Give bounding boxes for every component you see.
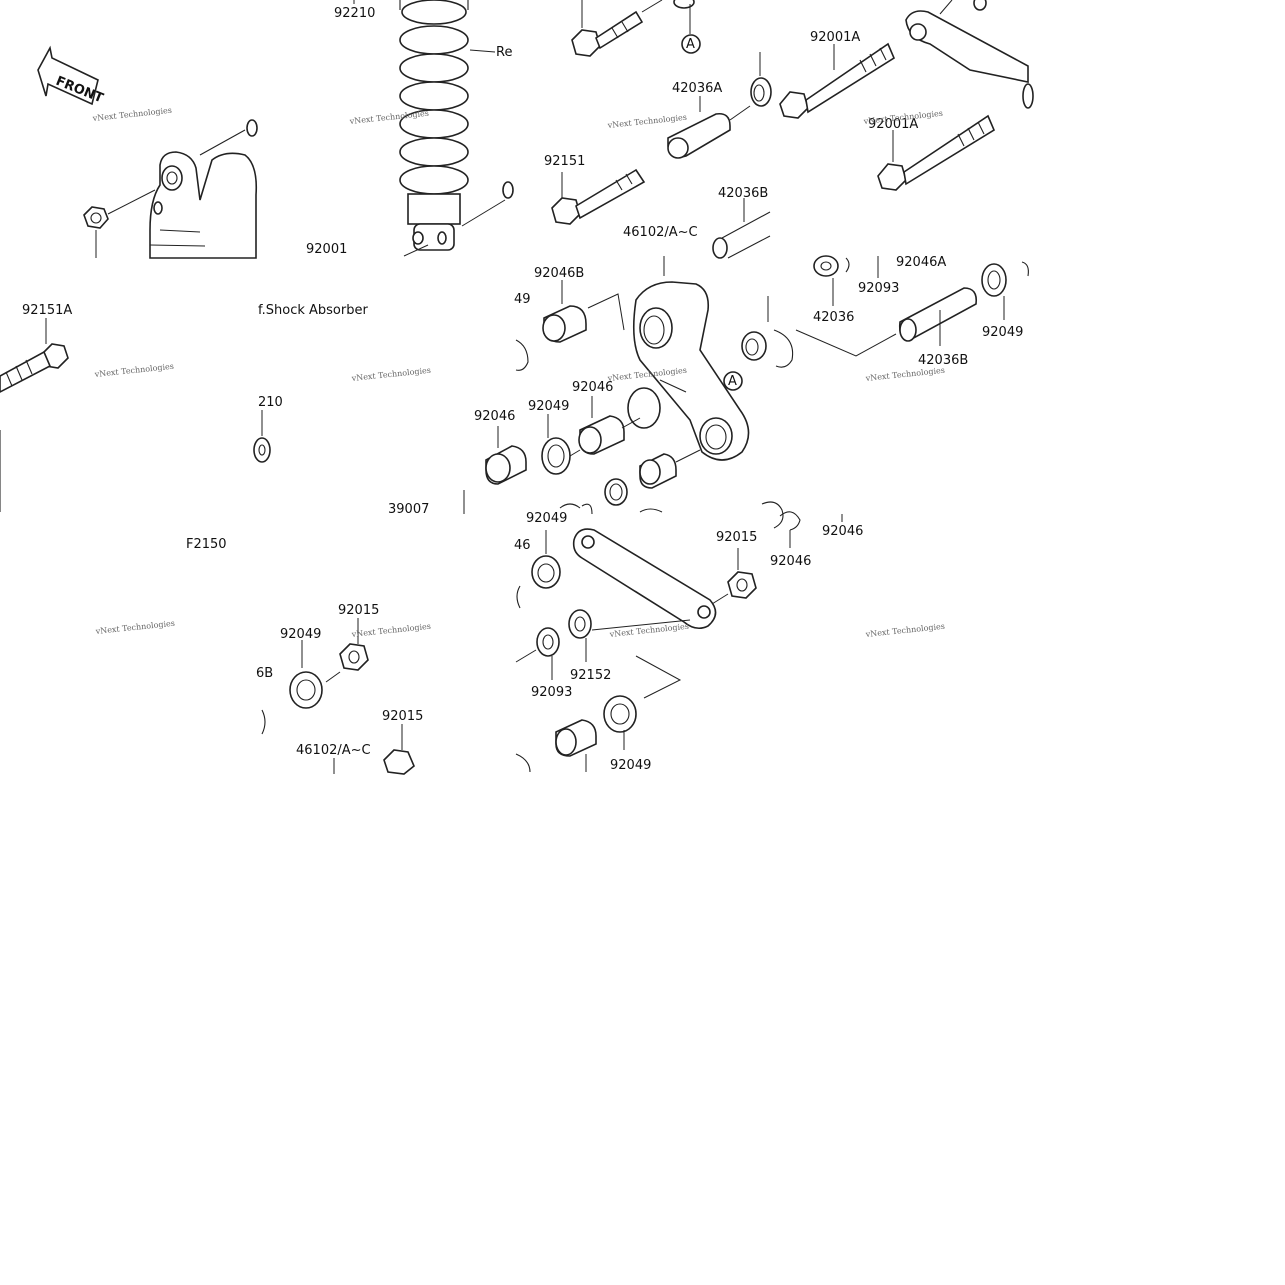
label-46102-bottom: 46102/A~C (296, 743, 371, 758)
label-92015-left: 92015 (338, 603, 379, 618)
watermark: vNext Technologies (93, 362, 174, 379)
marker-a-rocker: A (723, 371, 743, 391)
washer-92093 (515, 619, 691, 699)
label-92046b: 92046B (534, 266, 584, 281)
watermark: vNext Technologies (91, 106, 172, 123)
label-92093-lower: 92093 (531, 685, 572, 700)
part-labels: 92210 92001A 92001A 42036A 92151 42036B … (22, 6, 1023, 773)
watermark: vNext Technologies (350, 622, 431, 639)
label-shock-absorber: f.Shock Absorber (258, 303, 368, 318)
label-re-partial: Re (496, 45, 512, 60)
bolt-top-center (571, 0, 695, 57)
washer-92049-left-lower (261, 640, 341, 735)
washer-92152 (568, 609, 592, 662)
sleeve-bottom (515, 719, 597, 773)
label-92049-right: 92049 (982, 325, 1023, 340)
front-arrow-icon: FRONT (37, 45, 105, 106)
label-49-partial: 49 (514, 292, 531, 307)
collar-42036b-top (712, 198, 771, 259)
label-92046-left: 92046 (474, 409, 515, 424)
label-92049-lower: 92049 (526, 511, 567, 526)
label-92151a: 92151A (22, 303, 72, 318)
bolt-92151 (551, 168, 646, 225)
seal-left-partial (515, 339, 529, 371)
sleeve-92046-b (463, 426, 527, 514)
label-6b-partial: 6B (256, 666, 273, 681)
tie-rod (572, 528, 717, 630)
watermark: vNext Technologies (864, 366, 945, 383)
nut-210 (253, 410, 271, 463)
label-42036a: 42036A (672, 81, 722, 96)
bolt-92151a (0, 318, 69, 393)
bolt-92001a-lower (877, 114, 996, 191)
label-92046-right-lower: 92046 (770, 554, 811, 569)
washer-92049-right (981, 261, 1029, 320)
sleeve-92046-a (578, 396, 641, 455)
nut-left (83, 189, 156, 258)
marker-a-top: A (681, 34, 701, 54)
label-42036: 42036 (813, 310, 854, 325)
frame-arm-right (905, 0, 1034, 109)
label-92049-mid: 92049 (528, 399, 569, 414)
label-92046-mid: 92046 (572, 380, 613, 395)
collar-42036a (667, 52, 772, 159)
label-92152: 92152 (570, 668, 611, 683)
washer-42036 (813, 255, 879, 306)
rocker-arm (587, 256, 750, 461)
seals-right-lower (761, 501, 843, 548)
nut-92015-tie (711, 548, 757, 605)
nut-92015-bottom (333, 724, 415, 775)
seal-92049 (604, 478, 628, 506)
bolt-92001a-upper (779, 42, 896, 119)
label-92001a-lower: 92001A (868, 117, 918, 132)
washer-92049-mid (541, 414, 581, 475)
nut-92015-left (339, 618, 369, 671)
label-46-partial: 46 (514, 538, 531, 553)
bearing-lower-mid (639, 449, 701, 489)
watermark: vNext Technologies (606, 113, 687, 130)
label-39007: 39007 (388, 502, 429, 517)
watermark: vNext Technologies (864, 622, 945, 639)
watermark: vNext Technologies (94, 619, 175, 636)
seal-lower-mid (559, 503, 663, 515)
label-92001a-upper: 92001A (810, 30, 860, 45)
label-92046-far-right: 92046 (822, 524, 863, 539)
needle-bearing-92046b (542, 280, 587, 343)
label-92001: 92001 (306, 242, 347, 257)
label-92015-tie: 92015 (716, 530, 757, 545)
label-92151: 92151 (544, 154, 585, 169)
label-42036b-right: 42036B (918, 353, 968, 368)
label-92093-top: 92093 (858, 281, 899, 296)
label-92046a: 92046A (896, 255, 946, 270)
label-92049-bottom: 92049 (610, 758, 651, 773)
label-92049-left-lower: 92049 (280, 627, 321, 642)
watermark: vNext Technologies (350, 366, 431, 383)
label-42036b-top: 42036B (718, 186, 768, 201)
svg-text:A: A (686, 37, 695, 52)
coil-spring (353, 0, 514, 257)
label-92210: 92210 (334, 6, 375, 21)
washer-92049-lower (516, 530, 561, 609)
label-92015-bottom: 92015 (382, 709, 423, 724)
label-46102-top: 46102/A~C (623, 225, 698, 240)
washer-92049-bottom (603, 695, 637, 750)
label-210-partial: 210 (258, 395, 283, 410)
collar-42036b-right (898, 287, 978, 346)
svg-text:A: A (728, 374, 737, 389)
label-f2150: F2150 (186, 537, 227, 552)
shock-absorber-body (149, 119, 258, 259)
bearing-right-rocker (741, 296, 897, 368)
